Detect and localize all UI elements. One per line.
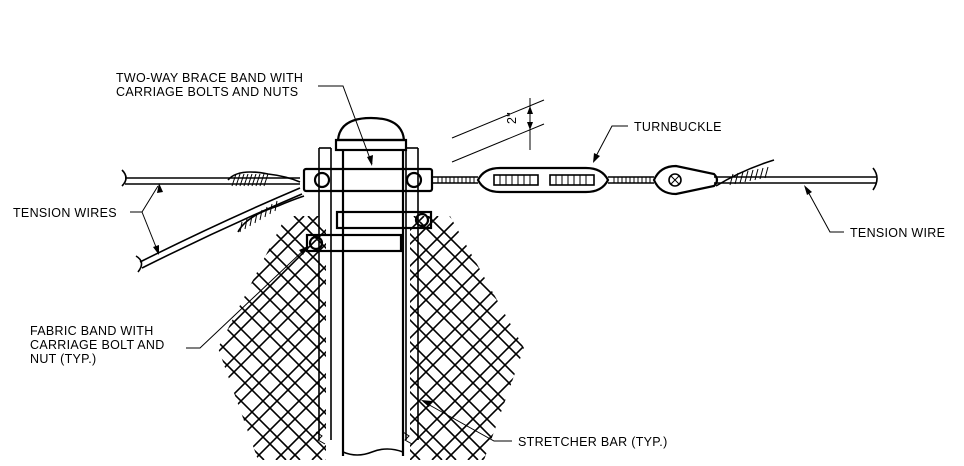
terminal-post	[334, 116, 408, 466]
tension-wires-left	[121, 169, 305, 273]
label-fabric-band-line2: CARRIAGE BOLT AND	[30, 338, 165, 352]
label-dimension: 2"	[505, 112, 519, 124]
carriage-bolt-right	[405, 171, 423, 189]
two-way-brace-band	[302, 167, 434, 193]
label-tension-wires: TENSION WIRES	[13, 206, 117, 220]
label-fabric-band-line3: NUT (TYP.)	[30, 352, 96, 366]
fabric-band-lower	[305, 233, 403, 253]
eye-bolt-thimble	[652, 164, 719, 196]
label-fabric-band-line1: FABRIC BAND WITH	[30, 324, 154, 338]
fabric-band-upper	[335, 210, 433, 230]
mesh-wire-b	[410, 216, 524, 460]
chain-link-fabric-right	[410, 216, 524, 460]
tension-wire-right	[714, 159, 878, 191]
turnbuckle	[476, 166, 610, 194]
stretcher-bar-right	[402, 147, 419, 445]
dimension-2in	[451, 98, 545, 163]
mesh-wire-a	[410, 216, 524, 460]
carriage-bolt-left	[313, 171, 331, 189]
label-stretcher-bar: STRETCHER BAR (TYP.)	[518, 435, 668, 449]
label-tension-wire: TENSION WIRE	[850, 226, 945, 240]
mesh-wire-a	[218, 216, 326, 460]
stretcher-bar-left	[315, 147, 332, 445]
brace-rod	[432, 176, 478, 184]
leader-lines	[130, 85, 844, 442]
chain-link-fabric-left	[218, 216, 326, 460]
label-brace-band-line1: TWO-WAY BRACE BAND WITH	[116, 71, 303, 85]
brace-rod-right	[608, 176, 654, 184]
label-turnbuckle: TURNBUCKLE	[634, 120, 722, 134]
label-brace-band-line2: CARRIAGE BOLTS AND NUTS	[116, 85, 298, 99]
